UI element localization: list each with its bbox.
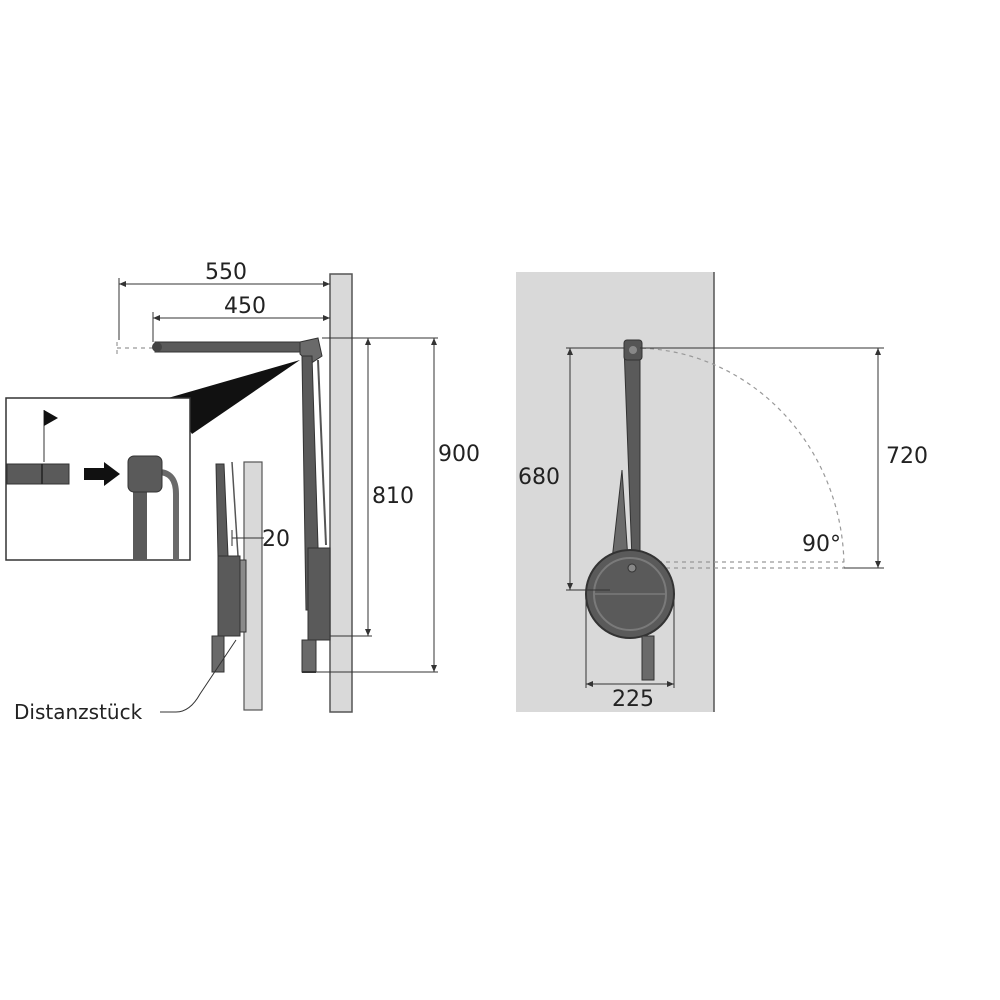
hanging-rail <box>154 341 304 353</box>
arrow-right-icon <box>84 462 120 486</box>
cabinet-back-panel <box>516 272 714 712</box>
support-foot <box>301 639 317 673</box>
side-view: 20 Distanzstück 550 450 810 900 <box>14 260 480 724</box>
dim-arm-length: 680 <box>518 465 560 490</box>
dim-reach-extended: 550 <box>205 260 247 285</box>
cabinet-side-wall <box>329 273 353 713</box>
front-support-foot <box>641 635 655 681</box>
front-view: 680 720 90° 225 <box>516 272 928 712</box>
swing-arc <box>633 347 845 569</box>
dim-base-width: 225 <box>612 687 654 712</box>
dim-swing-angle: 90° <box>802 532 841 557</box>
rail-end-detail <box>6 463 70 485</box>
dim-reach-retracted: 450 <box>224 294 266 319</box>
spacer-block <box>239 559 247 633</box>
detail-callout-wedge <box>168 360 300 434</box>
dim-swing-height: 720 <box>886 444 928 469</box>
section-marker-icon <box>44 410 58 426</box>
detail-inset <box>5 360 300 561</box>
cabinet-wall-second <box>243 461 263 711</box>
lift-arm-folded <box>215 463 229 557</box>
dim-total-height: 900 <box>438 442 480 467</box>
mechanism-housing-folded <box>217 555 241 637</box>
dim-lift-height: 810 <box>372 484 414 509</box>
spacer-label: Distanzstück <box>14 700 143 724</box>
end-cap-detail <box>127 455 163 493</box>
mechanism-housing <box>307 547 331 641</box>
dim-spacer-gap: 20 <box>262 527 290 552</box>
